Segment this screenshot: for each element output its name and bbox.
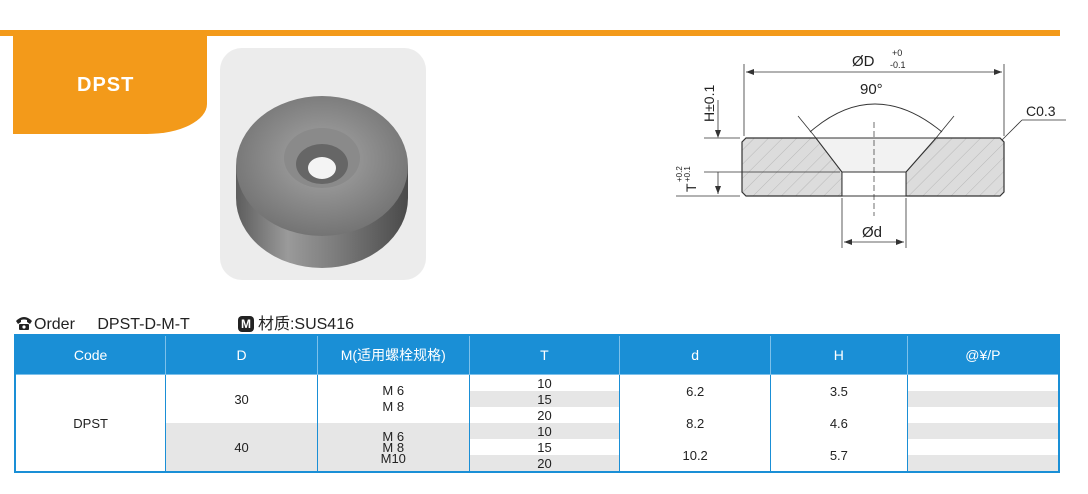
phone-icon	[14, 315, 34, 331]
cell-d: 6.2	[619, 374, 771, 407]
cell-D: 30	[165, 374, 318, 423]
table-row: 15	[15, 391, 1060, 407]
col-header-code: Code	[14, 334, 167, 375]
technical-drawing: ØD +0 -0.1 90° C0.3 H±0.1 T +0.2 +0.1	[640, 40, 1070, 260]
cell-price	[906, 455, 1060, 473]
cell-T: 15	[468, 391, 621, 407]
col-header-D: D	[165, 334, 318, 375]
table-row: 20	[15, 455, 1060, 473]
col-header-d: d	[619, 334, 771, 375]
product-photo	[220, 48, 426, 280]
cell-code: DPST	[14, 374, 167, 472]
cell-T: 10	[468, 423, 621, 439]
cell-price	[906, 391, 1060, 407]
spec-table: Code D M(适用螺栓规格) T d H @¥/P DPST 30 M 6 …	[14, 334, 1060, 473]
col-header-T: T	[468, 334, 621, 375]
cell-M: M 6	[382, 383, 405, 398]
dim-D-tol-upper: +0	[892, 48, 902, 58]
cell-D: 40	[165, 423, 318, 472]
dim-H-label: H±0.1	[701, 85, 717, 122]
cell-T: 20	[468, 407, 621, 423]
material-badge: M	[237, 316, 254, 332]
cell-M: M 8	[382, 399, 405, 414]
dim-D-tol-lower: -0.1	[890, 60, 906, 70]
cell-M: M 6	[382, 428, 405, 444]
table-row: 40 M 6 M 8 M10 10	[15, 423, 1060, 472]
cell-M: M 8	[382, 439, 405, 455]
cell-M: M10	[380, 450, 406, 466]
col-header-H: H	[770, 334, 908, 375]
table-header-row: Code D M(适用螺栓规格) T d H @¥/P	[14, 334, 1060, 375]
dim-T-tol-lower: +0.1	[683, 166, 692, 182]
table-row: 15 10.2 5.7	[15, 439, 1060, 472]
cell-H: 3.5	[770, 374, 908, 407]
chamfer-label: C0.3	[1026, 103, 1056, 119]
cell-T: 10	[468, 374, 621, 391]
material-text: 材质:SUS416	[257, 316, 354, 333]
cell-d: 10.2	[619, 439, 771, 472]
cell-H: 5.7	[770, 439, 908, 472]
title-tab: DPST	[13, 36, 207, 134]
cell-price	[906, 423, 1060, 439]
order-code: DPST-D-M-T	[97, 316, 190, 333]
product-title: DPST	[77, 74, 135, 96]
header-accent-line	[0, 30, 1060, 36]
cell-M-group: M 6 M 8	[316, 374, 470, 423]
dim-T-tol-upper: +0.2	[675, 166, 684, 182]
cell-M-group: M 6 M 8 M10	[316, 423, 470, 472]
col-header-M: M(适用螺栓规格)	[316, 334, 470, 375]
cell-H: 4.6	[770, 407, 908, 439]
washer-image	[236, 96, 408, 268]
cell-price	[906, 407, 1060, 423]
cell-price	[906, 374, 1060, 391]
dim-T-label: T	[683, 183, 699, 192]
cell-T: 15	[468, 439, 621, 455]
order-label: Order	[34, 316, 75, 333]
angle-label: 90°	[860, 81, 883, 98]
dim-D-label: ØD	[852, 53, 875, 70]
cell-d: 8.2	[619, 407, 771, 439]
dim-d-label: Ød	[862, 224, 882, 241]
cell-price	[906, 439, 1060, 455]
table-row: DPST 30 M 6 M 8 10 6.2 3.5	[14, 374, 1060, 472]
cell-T: 20	[468, 455, 621, 473]
col-header-price: @¥/P	[906, 334, 1060, 375]
